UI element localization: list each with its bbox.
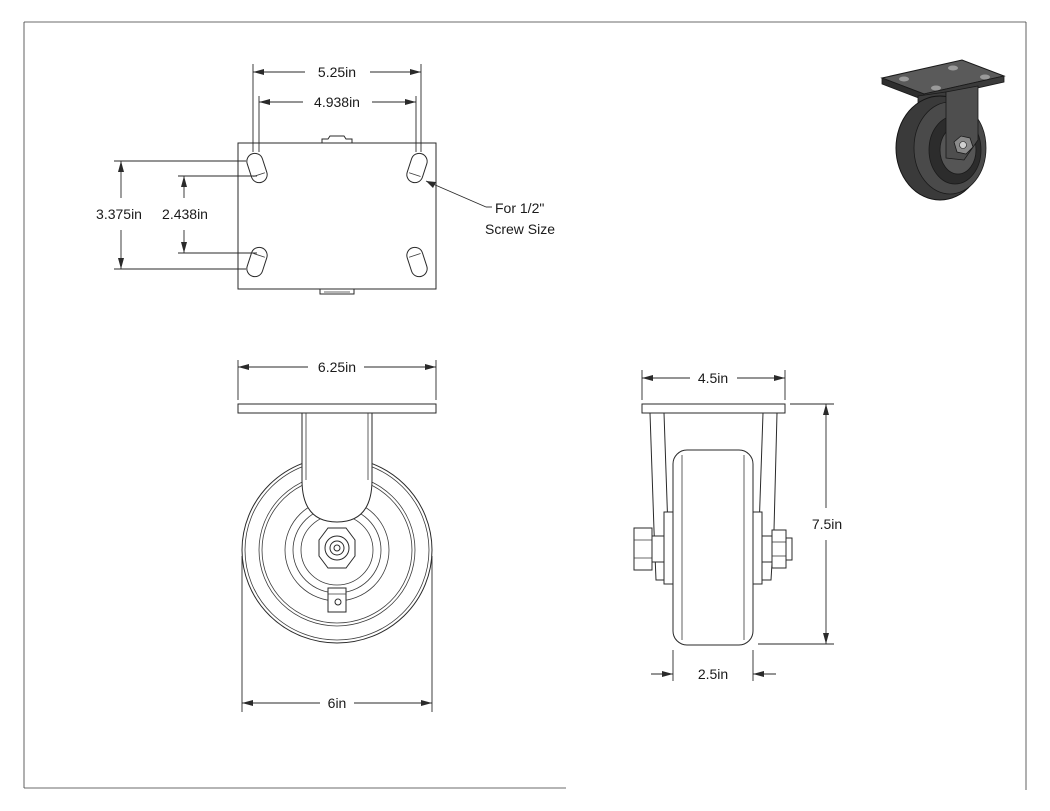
front-view: 6.25in 6in bbox=[237, 359, 437, 712]
screw-note-line1: For 1/2" bbox=[495, 200, 544, 216]
drawing-border bbox=[23, 21, 1027, 790]
label-side-plate-width: 4.5in bbox=[698, 370, 728, 386]
dim-front-plate-width bbox=[237, 360, 437, 400]
front-fork-leg bbox=[301, 412, 373, 523]
side-view: 4.5in 7.5in 2.5in bbox=[633, 370, 842, 682]
front-axle-nut bbox=[318, 527, 356, 569]
dim-front-wheel-diameter bbox=[241, 556, 433, 712]
dim-top-outer-height bbox=[114, 160, 246, 270]
dim-top-inner-width bbox=[258, 96, 417, 152]
side-axle-nut bbox=[771, 529, 787, 569]
label-top-outer-height: 3.375in bbox=[96, 206, 142, 222]
top-view: 5.25in 4.938in 3.375in bbox=[96, 64, 555, 295]
dim-top-inner-height bbox=[178, 175, 257, 254]
label-top-outer-width: 5.25in bbox=[318, 64, 356, 80]
label-front-wheel-diameter: 6in bbox=[328, 695, 347, 711]
label-top-inner-height: 2.438in bbox=[162, 206, 208, 222]
label-front-plate-width: 6.25in bbox=[318, 359, 356, 375]
mounting-slots bbox=[246, 152, 428, 278]
label-side-wheel-width: 2.5in bbox=[698, 666, 728, 682]
screw-note-line2: Screw Size bbox=[485, 221, 555, 237]
front-grease-tab bbox=[327, 587, 347, 613]
dim-side-height bbox=[758, 403, 834, 645]
front-top-plate bbox=[237, 403, 437, 414]
top-boss-top bbox=[321, 135, 353, 143]
label-top-inner-width: 4.938in bbox=[314, 94, 360, 110]
isometric-caster-render bbox=[880, 59, 1006, 201]
top-boss-bottom bbox=[319, 289, 355, 295]
side-axle-bolt-head bbox=[633, 527, 653, 571]
label-side-height: 7.5in bbox=[812, 516, 842, 532]
side-top-plate bbox=[641, 403, 786, 414]
side-wheel bbox=[672, 449, 754, 646]
dim-top-outer-width bbox=[252, 64, 422, 152]
dim-side-wheel-width bbox=[651, 650, 776, 681]
dim-side-plate-width bbox=[641, 370, 786, 400]
top-plate-outline bbox=[237, 142, 437, 290]
screw-size-leader bbox=[425, 180, 492, 208]
